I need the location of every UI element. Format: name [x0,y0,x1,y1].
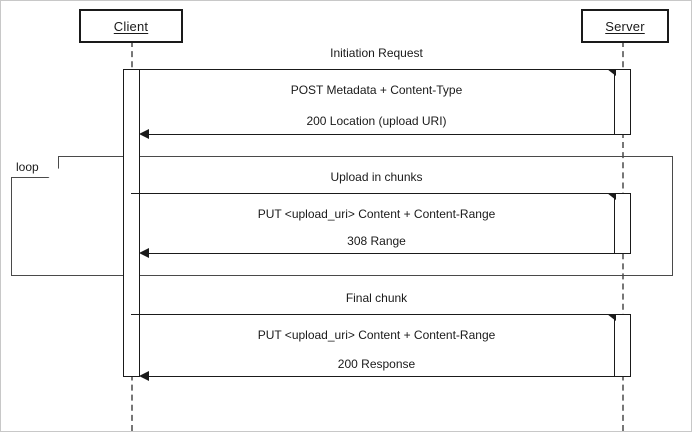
arrowhead-put-final [607,314,616,321]
activation-server-initiation [614,69,631,135]
loop-fragment-frame [11,156,673,276]
section-caption-upload-chunks: Upload in chunks [330,170,423,184]
message-label-200-location: 200 Location (upload URI) [306,114,447,128]
activation-server-final [614,314,631,377]
message-label-put-final: PUT <upload_uri> Content + Content-Range [257,328,496,342]
section-caption-final-chunk: Final chunk [345,291,408,305]
message-line-308-range[interactable] [141,253,622,254]
section-caption-initiation: Initiation Request [330,46,423,60]
message-line-200-location[interactable] [141,134,622,135]
arrowhead-post-metadata [607,69,616,76]
loop-fragment-tab [11,156,59,178]
arrowhead-308-range [139,248,149,258]
activation-server-chunk [614,193,631,254]
arrowhead-200-response [139,371,149,381]
message-line-put-chunk[interactable] [131,193,616,194]
message-label-200-response: 200 Response [337,357,416,371]
participant-client-label: Client [113,18,149,34]
message-line-put-final[interactable] [131,314,616,315]
participant-client[interactable]: Client [79,9,183,43]
message-label-put-chunk: PUT <upload_uri> Content + Content-Range [257,207,496,221]
loop-fragment-label: loop [16,160,39,174]
participant-server[interactable]: Server [581,9,669,43]
arrowhead-put-chunk [607,193,616,200]
message-label-308-range: 308 Range [347,234,406,248]
message-label-post-metadata: POST Metadata + Content-Type [290,83,463,97]
arrowhead-200-location [139,129,149,139]
participant-server-label: Server [605,18,645,34]
message-line-post-metadata[interactable] [131,69,616,70]
message-line-200-response[interactable] [141,376,622,377]
